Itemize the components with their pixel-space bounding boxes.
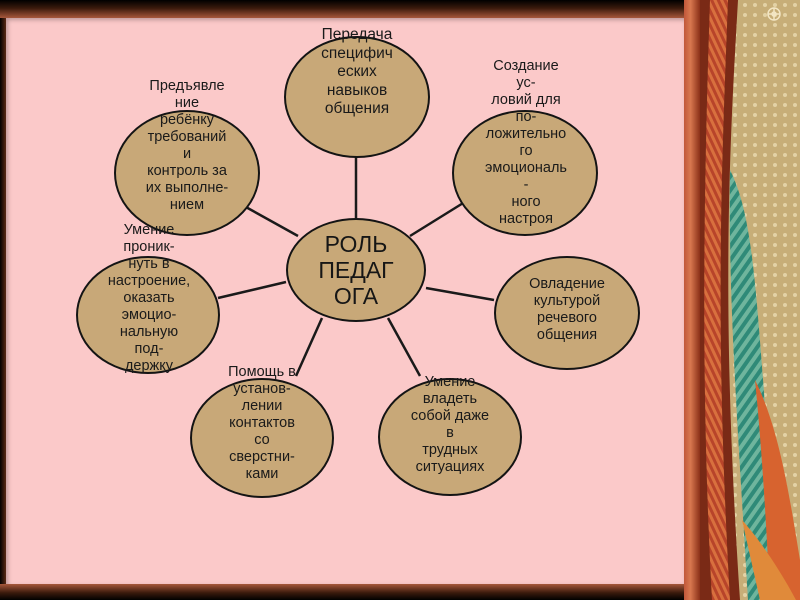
node-left-label: Умение проник- нуть в настроение, оказат… bbox=[107, 222, 191, 374]
node-top-right-label: Создание ус- ловий для по- ложительно го… bbox=[485, 58, 567, 227]
connector-right bbox=[425, 286, 495, 302]
decorative-side-panel bbox=[700, 0, 800, 600]
node-bottom-right-circle bbox=[378, 378, 522, 496]
decorative-pattern-graphic bbox=[700, 0, 800, 600]
connector-bottom-right bbox=[386, 317, 422, 377]
node-right-label: Овладение культурой речевого общения bbox=[529, 276, 605, 343]
node-bottom-left-circle bbox=[190, 378, 334, 498]
frame-right-border bbox=[684, 0, 700, 600]
connector-left bbox=[217, 280, 287, 300]
connector-top-right bbox=[409, 198, 469, 238]
node-top-label: Передача специфич еских навыков общения bbox=[321, 26, 393, 117]
connector-bottom-left bbox=[294, 317, 324, 377]
node-right-circle bbox=[494, 256, 640, 370]
node-left-circle bbox=[76, 256, 220, 374]
center-title: РОЛЬ ПЕДАГ ОГА bbox=[318, 231, 394, 309]
node-top-left-label: Предъявле ние ребёнку требований и контр… bbox=[145, 78, 229, 213]
node-top-circle bbox=[284, 36, 430, 158]
frame-top-border bbox=[0, 0, 700, 18]
frame-left-border bbox=[0, 0, 6, 600]
node-bottom-left-label: Помощь в установ- лении контактов со све… bbox=[228, 364, 296, 482]
node-top-right-circle bbox=[452, 110, 598, 236]
frame-bottom-border bbox=[0, 584, 700, 600]
center-node: РОЛЬ ПЕДАГ ОГА bbox=[286, 218, 426, 322]
node-bottom-right-label: Умение владеть собой даже в трудных ситу… bbox=[410, 374, 490, 475]
connector-top-left bbox=[243, 204, 299, 238]
node-top-left-circle bbox=[114, 110, 260, 236]
